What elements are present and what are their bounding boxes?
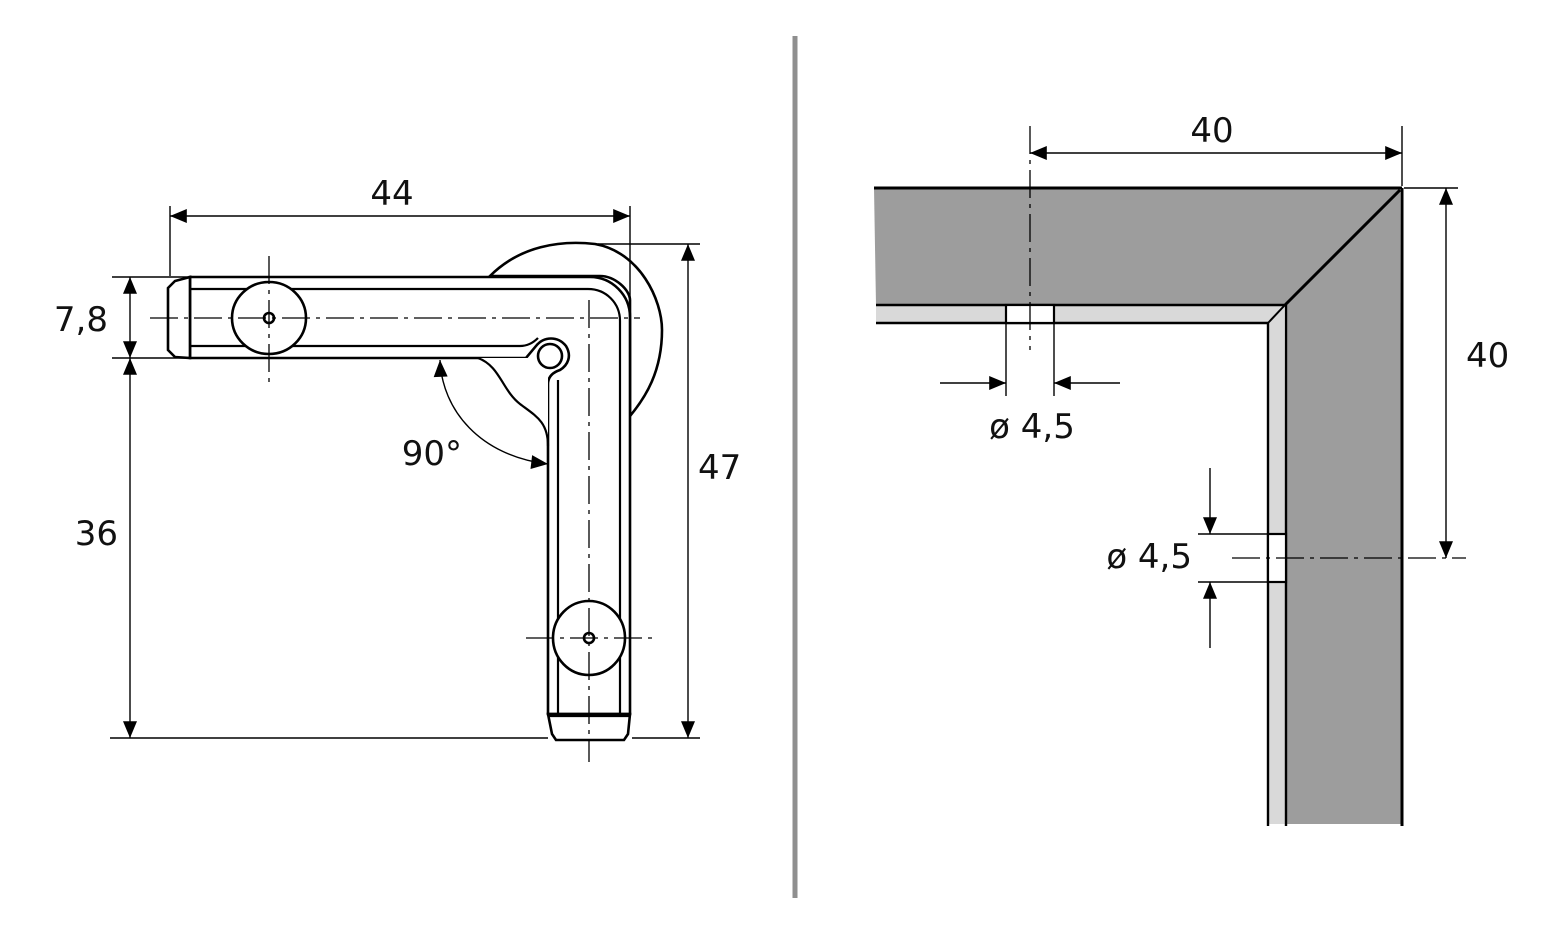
dimension-hole-spacing-v-label: 40: [1466, 336, 1509, 376]
dimension-thickness-label: 7,8: [54, 300, 108, 340]
dimension-height-label: 47: [698, 448, 741, 488]
pivot-circle: [536, 342, 564, 370]
hinge-part-view: 44 7,8 36 47 90°: [54, 174, 741, 762]
hinge-web: [478, 358, 548, 462]
top-edge-band: [876, 305, 1284, 322]
angle-label: 90°: [402, 434, 462, 474]
dimension-hole-spacing-h-label: 40: [1190, 111, 1233, 151]
hinge-knuckle: [486, 241, 664, 420]
dimension-hole-top-label: ø 4,5: [989, 407, 1075, 447]
side-panel: [1286, 188, 1402, 824]
hinge-end-cap-bottom: [546, 712, 632, 742]
dimension-width-label: 44: [370, 174, 413, 214]
miter-joint: [1282, 188, 1402, 308]
angle-arc: [433, 359, 549, 469]
top-panel: [874, 188, 1400, 305]
dimension-lower-length-label: 36: [75, 514, 118, 554]
cabinet-corner-view: 40 40 ø 4,5 ø 4,5: [874, 111, 1509, 826]
hinge-inner-outline: [190, 287, 622, 714]
dimension-hole-side-label: ø 4,5: [1106, 537, 1192, 577]
